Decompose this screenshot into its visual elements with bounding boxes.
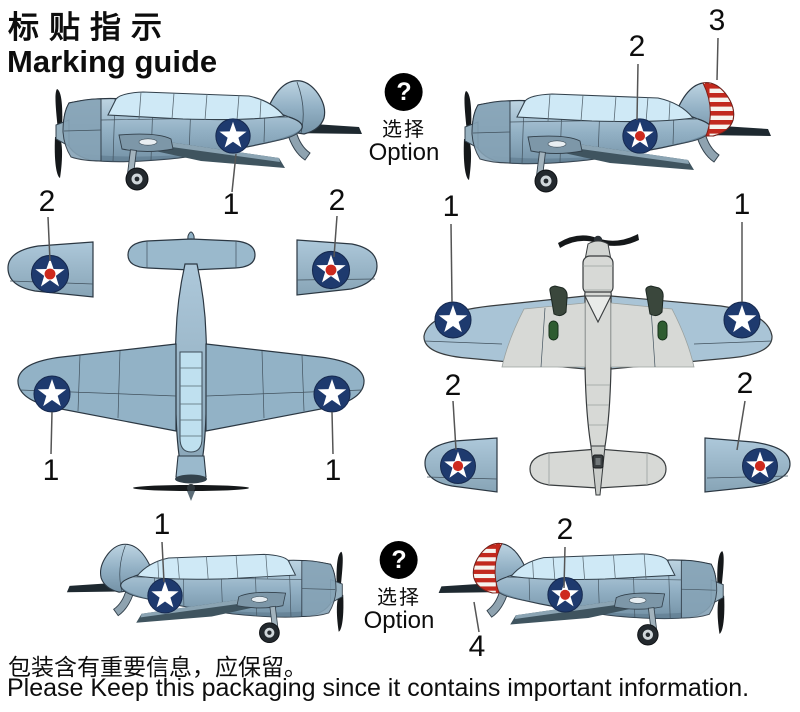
option-label-zh: 选择 xyxy=(377,587,421,609)
wingtip-star-insignia xyxy=(743,449,778,484)
aircraft-top-view-grey xyxy=(423,234,773,496)
wingtip-star-insignia xyxy=(312,251,349,288)
callout-number-mid-right-wing-right: 1 xyxy=(733,188,751,221)
aircraft-side-view-bottom-left xyxy=(66,543,344,644)
page-title-zh: 标贴指示 xyxy=(8,10,172,45)
callout-number-top-left-fuselage: 1 xyxy=(222,188,240,221)
page-title-en: Marking guide xyxy=(7,44,218,79)
callout-number-mid-left-wing-right: 1 xyxy=(324,454,342,487)
callout-number-top-right-rudder: 3 xyxy=(708,4,726,37)
callout-number-bottom-left-fuselage: 1 xyxy=(153,508,171,541)
fuselage-star-insignia xyxy=(215,118,251,154)
aircraft-top-view-blue xyxy=(17,231,365,501)
question-mark-icon: ? xyxy=(385,73,423,111)
option-block-top: ? 选择 Option xyxy=(368,73,440,167)
callout-number-bottom-right-rudder: 4 xyxy=(468,630,486,663)
wingtip-part-right xyxy=(704,437,791,493)
callout-number-mid-left-wingtip-left: 2 xyxy=(38,185,56,218)
question-mark-icon: ? xyxy=(380,541,418,579)
bomb xyxy=(548,320,559,341)
mid-right-assembly xyxy=(423,234,791,496)
bomb-rack xyxy=(549,285,568,317)
fuselage-star-insignia xyxy=(548,578,583,613)
callout-number-mid-left-wing-left: 1 xyxy=(42,454,60,487)
option-label-en: Option xyxy=(368,139,440,166)
aircraft-body xyxy=(66,543,344,644)
wingtip-star-insignia xyxy=(441,449,476,484)
footer-notice-zh: 包装含有重要信息，应保留。 xyxy=(8,654,307,680)
wingtip-part-right xyxy=(296,239,378,296)
callout-number-mid-right-wing-left: 1 xyxy=(442,190,460,223)
wing-star-insignia xyxy=(313,375,351,413)
aircraft-side-view-top-right xyxy=(463,80,772,193)
aircraft-side-view-top-left xyxy=(54,80,363,191)
wingtip-part-left xyxy=(424,437,498,493)
callout-number-top-right-fuselage: 2 xyxy=(628,30,646,63)
question-mark-glyph: ? xyxy=(391,545,407,574)
fuselage-star-insignia xyxy=(623,119,657,153)
mid-left-assembly xyxy=(7,231,378,501)
bomb-rack xyxy=(645,285,664,317)
callout-number-mid-right-wingtip-right: 2 xyxy=(736,367,754,400)
wing-star-insignia xyxy=(434,301,472,339)
option-label-zh: 选择 xyxy=(382,119,426,141)
option-block-bottom: ? 选择 Option xyxy=(363,541,435,635)
option-label-en: Option xyxy=(363,607,435,634)
footer-notice-en: Please Keep this packaging since it cont… xyxy=(7,674,750,702)
callout-number-mid-right-wingtip-left: 2 xyxy=(444,369,462,402)
question-mark-glyph: ? xyxy=(396,77,412,106)
fuselage-star-insignia xyxy=(147,577,183,614)
wing-star-insignia xyxy=(33,375,71,413)
callout-number-mid-left-wingtip-right: 2 xyxy=(328,184,346,217)
wing-star-insignia xyxy=(723,301,761,339)
aircraft-body xyxy=(54,80,363,191)
bomb xyxy=(657,320,668,341)
wingtip-star-insignia xyxy=(31,255,68,292)
wingtip-part-left xyxy=(7,241,94,298)
callout-number-bottom-right-fuselage: 2 xyxy=(556,513,574,546)
callout-leader-lines xyxy=(47,37,746,633)
